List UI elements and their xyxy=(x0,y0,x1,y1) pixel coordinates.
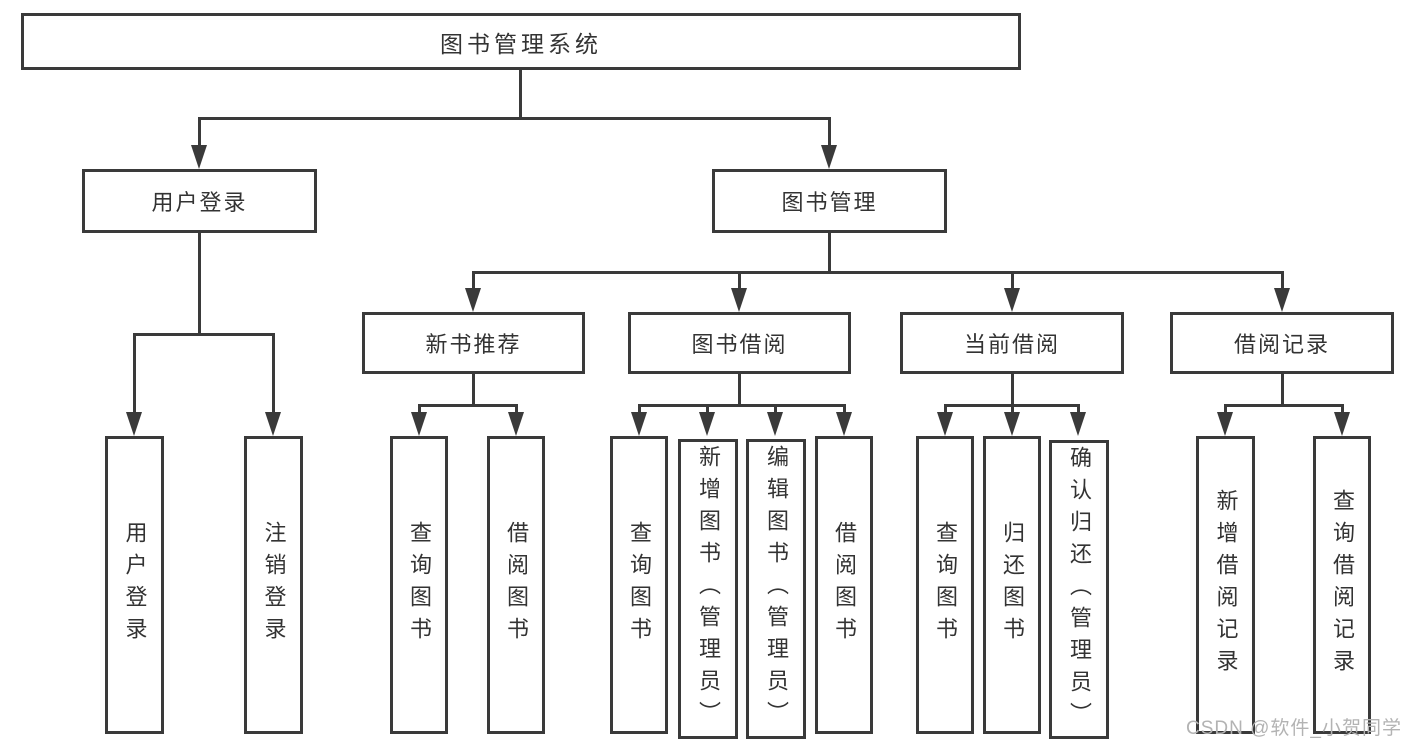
leaf-query-books-borrow: 查询图书 xyxy=(610,436,668,734)
arrowhead xyxy=(731,288,747,312)
connector-arm-leaf xyxy=(418,404,421,414)
connector-arm-leaf xyxy=(515,404,518,414)
arrowhead xyxy=(631,412,647,436)
connector-arm-new-book xyxy=(472,271,475,289)
node-root-label: 图书管理系统 xyxy=(440,30,602,57)
connector-book-borrow-stub xyxy=(738,373,741,407)
connector-arm-leaf xyxy=(1341,404,1344,414)
node-borrow-records-label: 借阅记录 xyxy=(1233,332,1330,357)
leaf-query-borrow-record-label: 查询借阅记录 xyxy=(1330,489,1355,681)
leaf-borrow-books: 借阅图书 xyxy=(815,436,873,734)
leaf-query-books-recommend-label: 查询图书 xyxy=(407,521,432,649)
connector-new-book-stub xyxy=(472,373,475,407)
connector-user-login-stub xyxy=(198,233,201,336)
node-root: 图书管理系统 xyxy=(21,13,1021,70)
node-new-book-recommend: 新书推荐 xyxy=(362,312,585,374)
connector-new-book-hline xyxy=(418,404,518,407)
arrowhead xyxy=(1334,412,1350,436)
node-new-book-recommend-label: 新书推荐 xyxy=(425,332,522,357)
arrowhead xyxy=(937,412,953,436)
node-book-borrow: 图书借阅 xyxy=(628,312,851,374)
leaf-add-borrow-record-label: 新增借阅记录 xyxy=(1213,489,1239,681)
connector-arm-leaf xyxy=(272,333,275,413)
arrowhead xyxy=(465,288,481,312)
leaf-return-books-label: 归还图书 xyxy=(1000,521,1025,649)
node-book-borrow-label: 图书借阅 xyxy=(691,332,788,357)
arrowhead xyxy=(191,145,207,169)
connector-user-login-hline xyxy=(133,333,275,336)
leaf-query-books-current-label: 查询图书 xyxy=(933,521,958,649)
arrowhead xyxy=(699,412,715,436)
connector-root-stub xyxy=(519,69,522,119)
arrowhead xyxy=(1274,288,1290,312)
connector-arm-leaf xyxy=(133,333,136,413)
connector-book-management-hline xyxy=(472,271,1284,274)
leaf-query-books-current: 查询图书 xyxy=(916,436,974,734)
leaf-query-books-recommend: 查询图书 xyxy=(390,436,448,734)
node-current-borrow: 当前借阅 xyxy=(900,312,1124,374)
arrowhead xyxy=(1070,412,1086,436)
leaf-edit-books-admin-label: 编辑图书（管理员） xyxy=(764,445,789,733)
node-borrow-records: 借阅记录 xyxy=(1170,312,1394,374)
connector-book-borrow-hline xyxy=(638,404,846,407)
leaf-edit-books-admin: 编辑图书（管理员） xyxy=(746,439,806,739)
node-user-login: 用户登录 xyxy=(82,169,317,233)
connector-arm-leaf xyxy=(1077,404,1080,414)
node-user-login-label: 用户登录 xyxy=(151,190,248,215)
arrowhead xyxy=(265,412,281,436)
node-book-management-label: 图书管理 xyxy=(781,190,878,215)
arrowhead xyxy=(821,145,837,169)
leaf-query-books-borrow-label: 查询图书 xyxy=(627,521,652,649)
connector-arm-leaf xyxy=(1224,404,1227,414)
arrowhead xyxy=(1004,288,1020,312)
connector-arm-leaf xyxy=(706,404,709,414)
connector-arm-book-management xyxy=(828,117,831,147)
leaf-user-login: 用户登录 xyxy=(105,436,164,734)
arrowhead xyxy=(1217,412,1233,436)
connector-arm-leaf xyxy=(774,404,777,414)
arrowhead xyxy=(411,412,427,436)
leaf-logout-label: 注销登录 xyxy=(261,521,287,649)
connector-arm-book-borrow xyxy=(738,271,741,289)
node-current-borrow-label: 当前借阅 xyxy=(963,332,1060,357)
arrowhead xyxy=(836,412,852,436)
leaf-user-login-label: 用户登录 xyxy=(122,521,148,649)
connector-current-borrow-stub xyxy=(1011,373,1014,407)
leaf-borrow-books-label: 借阅图书 xyxy=(832,521,857,649)
connector-borrow-record-stub xyxy=(1281,373,1284,407)
leaf-borrow-books-recommend: 借阅图书 xyxy=(487,436,545,734)
connector-root-hline xyxy=(198,117,831,120)
leaf-confirm-return-admin-label: 确认归还（管理员） xyxy=(1067,445,1092,734)
connector-arm-leaf xyxy=(944,404,947,414)
arrowhead xyxy=(767,412,783,436)
connector-arm-leaf xyxy=(638,404,641,414)
leaf-return-books: 归还图书 xyxy=(983,436,1041,734)
node-book-management: 图书管理 xyxy=(712,169,947,233)
arrowhead xyxy=(508,412,524,436)
arrowhead xyxy=(126,412,142,436)
connector-book-management-stub xyxy=(828,233,831,274)
leaf-confirm-return-admin: 确认归还（管理员） xyxy=(1049,440,1109,739)
connector-arm-current-borrow xyxy=(1011,271,1014,289)
connector-arm-leaf xyxy=(843,404,846,414)
leaf-query-borrow-record: 查询借阅记录 xyxy=(1313,436,1371,734)
connector-arm-user-login xyxy=(198,117,201,147)
leaf-logout: 注销登录 xyxy=(244,436,303,734)
csdn-watermark: CSDN @软件_小贺同学 xyxy=(1186,718,1402,739)
leaf-add-borrow-record: 新增借阅记录 xyxy=(1196,436,1255,734)
connector-borrow-record-hline xyxy=(1224,404,1344,407)
connector-arm-leaf xyxy=(1011,404,1014,414)
leaf-borrow-books-recommend-label: 借阅图书 xyxy=(504,521,529,649)
leaf-add-books-admin-label: 新增图书（管理员） xyxy=(696,445,721,733)
arrowhead xyxy=(1004,412,1020,436)
connector-arm-borrow-record xyxy=(1281,271,1284,289)
leaf-add-books-admin: 新增图书（管理员） xyxy=(678,439,738,739)
